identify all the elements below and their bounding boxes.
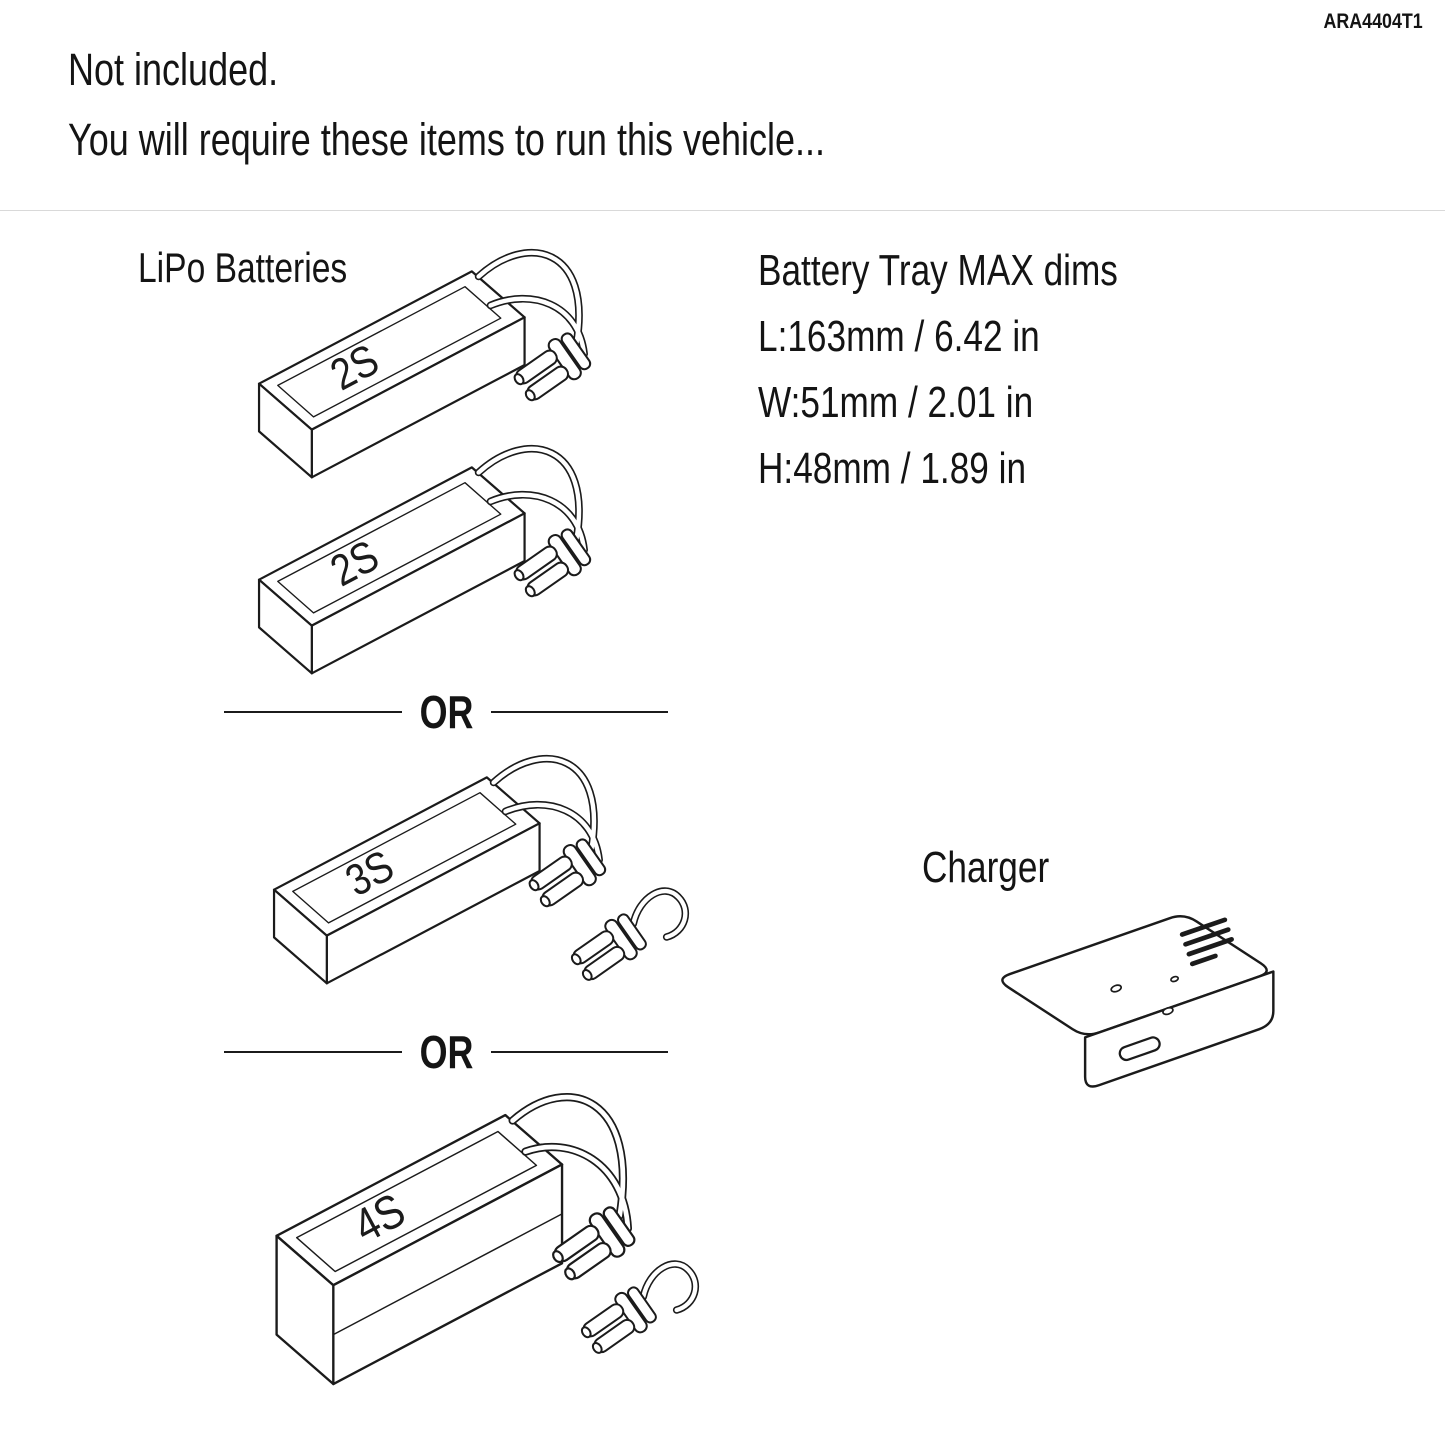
battery-2s-illustration-1: 2S xyxy=(225,222,625,503)
adapter-connector-illustration-4s xyxy=(570,1245,720,1370)
battery-tray-dims: Battery Tray MAX dims L:163mm / 6.42 in … xyxy=(758,238,1118,502)
battery-4s-illustration: 4S xyxy=(240,1062,670,1410)
tray-dim-height: H:48mm / 1.89 in xyxy=(758,444,1027,493)
part-number: ARA4404T1 xyxy=(1323,10,1423,33)
or-label: OR xyxy=(419,686,473,738)
charger-label: Charger xyxy=(922,843,1050,892)
battery-drawing xyxy=(274,759,609,984)
battery-3s-illustration: 3S xyxy=(240,728,640,1009)
header-divider xyxy=(0,210,1445,211)
battery-2s-illustration-2: 2S xyxy=(225,418,625,699)
tray-dim-length: L:163mm / 6.42 in xyxy=(758,312,1040,361)
adapter-connector-illustration-3s xyxy=(560,872,710,997)
or-divider-line xyxy=(490,1051,668,1053)
or-divider-2: OR xyxy=(224,1026,668,1078)
header-line-1: Not included. xyxy=(68,44,279,95)
tray-dim-width: W:51mm / 2.01 in xyxy=(758,378,1034,427)
lipo-batteries-label: LiPo Batteries xyxy=(138,244,348,291)
connector-drawing xyxy=(576,1264,696,1361)
or-divider-line xyxy=(490,711,668,713)
charger-drawing xyxy=(1002,916,1273,1086)
header-line-2: You will require these items to run this… xyxy=(68,114,826,165)
charger-illustration xyxy=(975,868,1295,1103)
or-divider-1: OR xyxy=(224,686,668,738)
tray-dims-title: Battery Tray MAX dims xyxy=(758,246,1118,295)
or-label: OR xyxy=(419,1026,473,1078)
or-divider-line xyxy=(224,711,402,713)
battery-drawing xyxy=(259,449,594,674)
connector-drawing xyxy=(566,891,686,988)
or-divider-line xyxy=(224,1051,402,1053)
